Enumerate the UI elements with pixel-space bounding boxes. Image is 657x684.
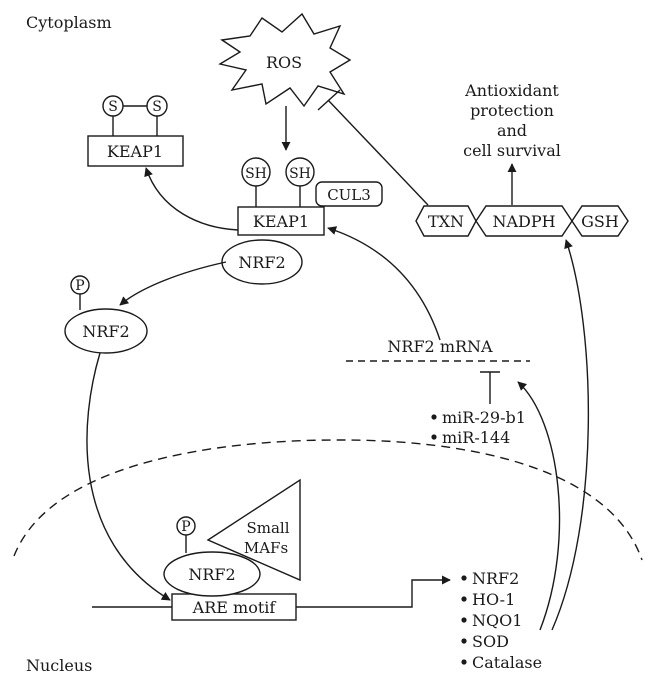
inhibition-bar bbox=[317, 89, 341, 111]
gsh-label: GSH bbox=[581, 212, 619, 231]
target-gene-item: SOD bbox=[472, 632, 509, 651]
nrf2-bound-ellipse bbox=[221, 239, 303, 285]
txn-label: TXN bbox=[428, 212, 464, 231]
keap1-box-oxidized bbox=[87, 135, 184, 167]
mirna-list: miR-29-b1 miR-144 bbox=[431, 408, 526, 447]
cytoplasm-label: Cytoplasm bbox=[26, 13, 112, 32]
keap1-box bbox=[237, 206, 325, 236]
s-label-right: S bbox=[152, 99, 162, 115]
keap1-complex: SH SH CUL3 KEAP1 NRF2 bbox=[221, 157, 383, 285]
target-gene-item: NRF2 bbox=[472, 569, 519, 588]
nrf2-phospho-label: NRF2 bbox=[82, 322, 129, 341]
antioxidant-line-2: protection bbox=[470, 101, 554, 120]
nrf2-nucleus-label: NRF2 bbox=[188, 565, 235, 584]
nrf2-release-arrow bbox=[119, 261, 227, 306]
keap1-oxidized: S S KEAP1 bbox=[87, 95, 184, 167]
keap1-oxidation-arrow bbox=[144, 167, 239, 231]
txn-node: TXN bbox=[415, 205, 477, 237]
antioxidant-text: Antioxidant protection and cell survival bbox=[463, 81, 561, 160]
target-gene-item: HO-1 bbox=[472, 590, 515, 609]
ros-label: ROS bbox=[266, 53, 302, 72]
nrf2-phospho-cytoplasm: P NRF2 bbox=[64, 275, 148, 354]
target-gene-item: NQO1 bbox=[472, 611, 522, 630]
nrf2-nucleus-ellipse bbox=[163, 551, 261, 597]
nrf2-phospho-nucleus: P NRF2 bbox=[163, 516, 261, 597]
nrf2-mrna-label: NRF2 mRNA bbox=[387, 337, 493, 356]
mirna-item: miR-29-b1 bbox=[442, 408, 526, 427]
small-mafs-node: Small MAFs bbox=[206, 478, 301, 582]
small-mafs-line-2: MAFs bbox=[244, 539, 288, 557]
cul3-label: CUL3 bbox=[327, 186, 371, 204]
nadph-label: NADPH bbox=[492, 212, 555, 231]
txn-inhibits-ros-line bbox=[327, 99, 429, 206]
sh-label-left: SH bbox=[245, 166, 267, 182]
antioxidant-line-4: cell survival bbox=[463, 141, 561, 160]
ros-node: ROS bbox=[218, 12, 352, 108]
keap1-label-oxidized: KEAP1 bbox=[107, 142, 163, 161]
keap1-label: KEAP1 bbox=[253, 212, 309, 231]
antioxidant-line-3: and bbox=[497, 121, 527, 140]
nrf2-phospho-ellipse bbox=[64, 308, 148, 354]
small-mafs-line-1: Small bbox=[246, 519, 289, 537]
sh-label-right: SH bbox=[289, 166, 311, 182]
s-label-left: S bbox=[108, 99, 118, 115]
are-motif-label: ARE motif bbox=[192, 598, 277, 617]
p-label-cytoplasm: P bbox=[75, 278, 84, 294]
nuclear-envelope bbox=[13, 439, 643, 561]
nadph-node: NADPH bbox=[475, 205, 573, 237]
target-gene-item: Catalase bbox=[472, 653, 542, 672]
p-label-nucleus: P bbox=[181, 519, 190, 535]
mrna-translation-arrow bbox=[327, 226, 441, 341]
mirna-item: miR-144 bbox=[442, 428, 510, 447]
nrf2-bound-label: NRF2 bbox=[238, 253, 285, 272]
cul3-box bbox=[315, 181, 383, 207]
gene-to-nadph-arrow bbox=[551, 239, 590, 631]
nrf2-translocation-arrow bbox=[86, 352, 171, 601]
target-gene-list: NRF2 HO-1 NQO1 SOD Catalase bbox=[461, 569, 542, 672]
nucleus-label: Nucleus bbox=[26, 656, 92, 675]
nrf2-gene-feedback-arrow bbox=[517, 381, 561, 631]
antioxidant-line-1: Antioxidant bbox=[464, 81, 559, 100]
gsh-node: GSH bbox=[571, 205, 629, 237]
transcription-arrow bbox=[406, 575, 451, 608]
